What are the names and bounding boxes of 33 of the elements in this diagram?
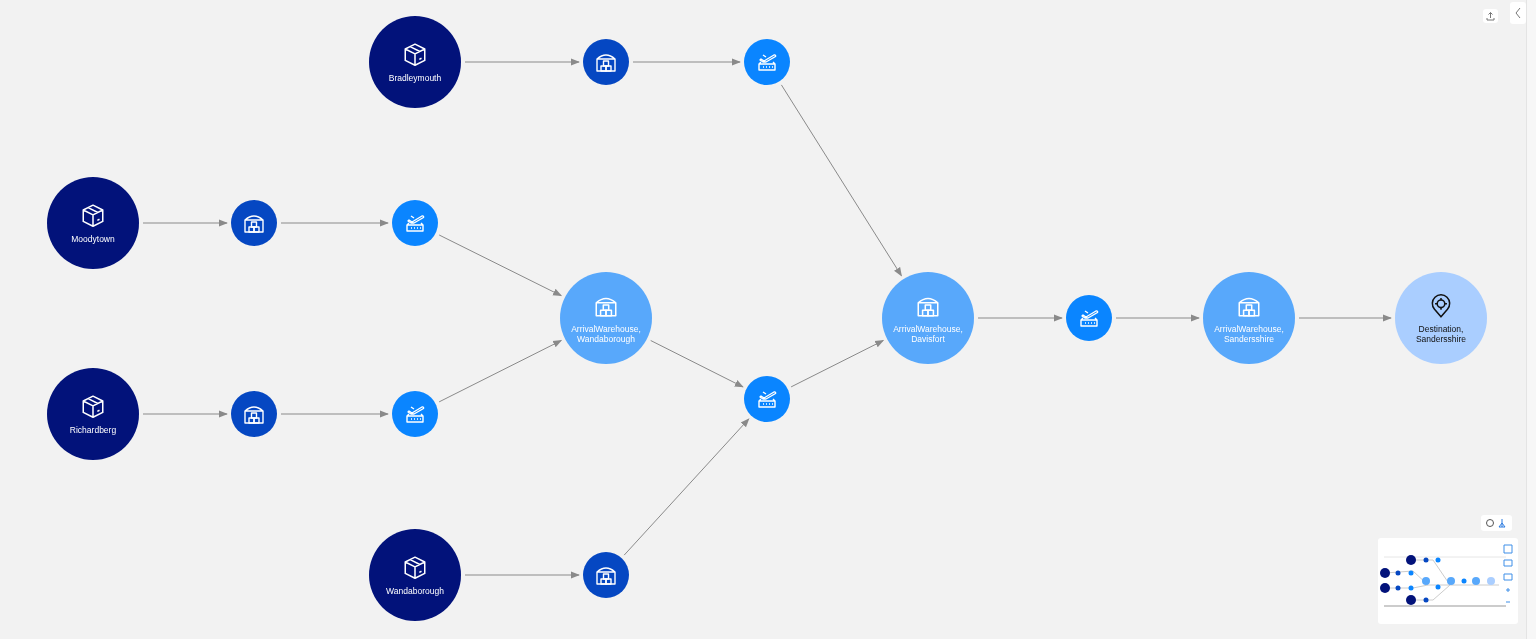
node-label: Richardberg [69, 424, 117, 435]
transit-circle [1066, 295, 1112, 341]
transit-circle [392, 200, 438, 246]
arrow [632, 58, 741, 66]
node-label: Destination, Sandersshire [1414, 323, 1468, 344]
arrow [142, 410, 228, 418]
transit-circle [744, 39, 790, 85]
warehouse-circle [231, 200, 277, 246]
arrow [1298, 314, 1392, 322]
arrow [438, 340, 563, 403]
warehouse-circle [583, 39, 629, 85]
arrow [790, 340, 885, 388]
node-label: ArrivalWarehouse, Wandaborough [570, 323, 642, 344]
arrow [280, 219, 389, 227]
arrow [142, 219, 228, 227]
arrow [1115, 314, 1200, 322]
node-label: Bradleymouth [388, 72, 442, 83]
node-label: ArrivalWarehouse, Sandersshire [1213, 323, 1285, 344]
arrow [780, 84, 902, 277]
arrow [977, 314, 1063, 322]
node-label: Wandaborough [386, 585, 444, 596]
warehouse-circle [583, 552, 629, 598]
arrow [464, 571, 580, 579]
warehouse-circle [231, 391, 277, 437]
node-label: ArrivalWarehouse, Davisfort [892, 323, 964, 344]
arrow [623, 418, 750, 556]
arrow [280, 410, 389, 418]
node-label: Moodytown [71, 233, 115, 244]
transit-circle [744, 376, 790, 422]
arrow [650, 340, 744, 388]
transit-circle [392, 391, 438, 437]
arrow [464, 58, 580, 66]
arrow [438, 234, 562, 297]
